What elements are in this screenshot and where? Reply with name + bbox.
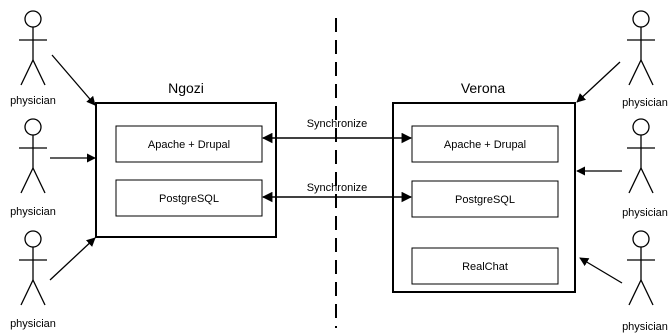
component-box-left-postgresql xyxy=(115,179,263,217)
component-label-left-postgresql: PostgreSQL xyxy=(159,193,219,205)
physician-label: physician xyxy=(622,97,668,109)
site-box-ngozi xyxy=(95,102,277,238)
physician-actor-icon xyxy=(19,10,47,86)
physician-actor-icon xyxy=(627,10,655,86)
physician-label: physician xyxy=(10,206,56,218)
physician-label: physician xyxy=(10,318,56,330)
access-arrow xyxy=(576,61,621,103)
component-label-right-postgresql: PostgreSQL xyxy=(455,194,515,206)
physician-label: physician xyxy=(622,321,668,333)
component-box-right-apache xyxy=(411,125,559,163)
physician-actor-icon xyxy=(627,118,655,194)
component-label-left-apache: Apache + Drupal xyxy=(148,139,230,151)
access-arrow xyxy=(49,237,96,281)
site-title-ngozi: Ngozi xyxy=(168,80,204,96)
component-label-right-apache: Apache + Drupal xyxy=(444,139,526,151)
sync-label-apache: Synchronize xyxy=(307,118,368,130)
physician-label: physician xyxy=(622,207,668,219)
component-label-right-realchat: RealChat xyxy=(462,261,508,273)
physician-label: physician xyxy=(10,95,56,107)
physician-actor-icon xyxy=(19,118,47,194)
sync-label-postgresql: Synchronize xyxy=(307,182,368,194)
access-arrow xyxy=(579,257,623,284)
site-title-verona: Verona xyxy=(461,80,506,96)
component-box-right-realchat xyxy=(411,247,559,285)
component-box-left-apache xyxy=(115,125,263,163)
physician-actor-icon xyxy=(19,230,47,306)
access-arrow xyxy=(51,54,96,106)
physician-actor-icon xyxy=(627,230,655,306)
